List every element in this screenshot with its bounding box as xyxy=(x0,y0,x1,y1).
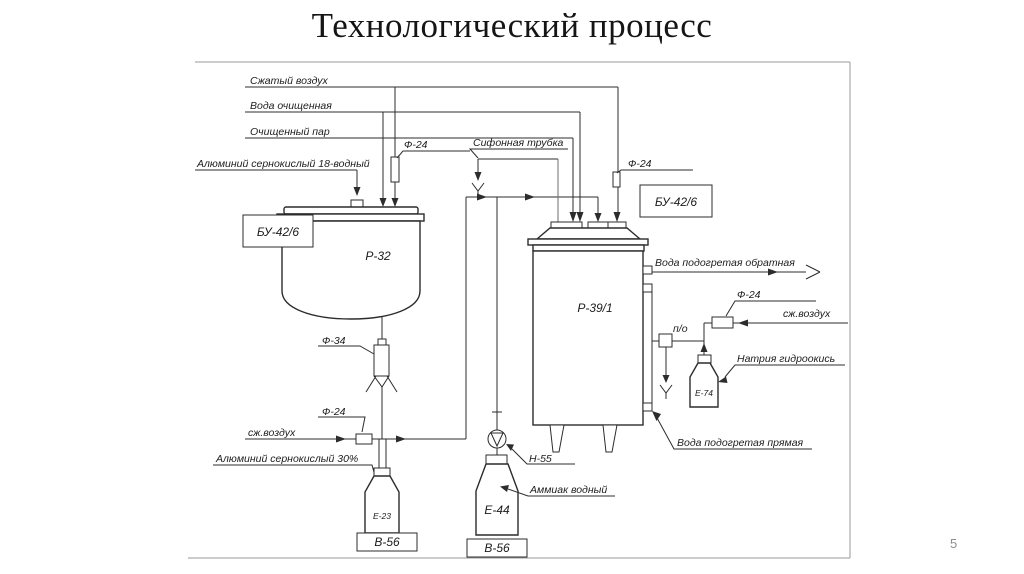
pump-h55-label: Н-55 xyxy=(529,453,552,465)
filter-f24-r32-body xyxy=(390,156,400,183)
filter-f24-r32-callout: Ф-24 xyxy=(396,139,470,159)
page-number: 5 xyxy=(950,536,958,551)
r39-flange-1 xyxy=(527,238,649,246)
hot-water-direct-line: Вода подогретая прямая xyxy=(652,411,812,450)
label-hot-water-return: Вода подогретая обратная xyxy=(655,257,795,269)
e74-cap xyxy=(697,354,712,364)
r32-shell xyxy=(281,220,421,320)
label-comp-air-right: сж.воздух xyxy=(783,308,831,320)
label-purified-water: Вода очищенная xyxy=(250,100,332,112)
stand-v56-right-label: В-56 xyxy=(484,541,510,555)
slide-title: Технологический процесс xyxy=(311,6,713,45)
po-block: п/о xyxy=(652,323,704,399)
filter-f24-r39-label: Ф-24 xyxy=(628,158,652,170)
label-alum-sulfate-18: Алюминий сернокислый 18-водный xyxy=(196,158,370,170)
feed-alum-sulfate-30: Алюминий сернокислый 30% xyxy=(213,453,381,492)
vessel-e23: Е-23 В-56 xyxy=(356,467,418,552)
filter-f34: Ф-34 xyxy=(318,335,398,439)
label-siphon-tube: Сифонная трубка xyxy=(473,137,564,149)
label-po: п/о xyxy=(673,323,688,335)
vessel-r39-label: Р-39/1 xyxy=(577,301,612,315)
r39-shell xyxy=(532,250,644,426)
filter-f24-right-air-body xyxy=(711,316,734,329)
e23-cap xyxy=(373,467,391,477)
bu-unit-right-label: БУ-42/6 xyxy=(655,195,697,209)
r39-dome xyxy=(535,227,642,240)
filter-f24-left-air-body xyxy=(355,433,373,445)
label-purified-steam: Очищенный пар xyxy=(250,126,330,138)
vessel-r32-label: Р-32 xyxy=(365,249,391,263)
r39-nozzle-supply xyxy=(642,402,653,412)
r39-nozzle-gauge-top xyxy=(642,283,653,293)
filter-f34-label: Ф-34 xyxy=(322,335,346,347)
supply-line-purified-water: Вода очищенная xyxy=(245,100,584,222)
label-compressed-air: Сжатый воздух xyxy=(250,75,329,87)
r39-leg-right xyxy=(602,424,618,453)
label-comp-air-left: сж.воздух xyxy=(248,427,296,439)
supply-line-compressed-air: Сжатый воздух xyxy=(245,75,621,222)
bu-unit-right-box xyxy=(639,184,713,218)
transfer-header xyxy=(465,193,602,439)
r39-flange-2 xyxy=(532,244,645,252)
vessel-e23-label: Е-23 xyxy=(373,511,391,521)
label-sodium-hydroxide: Натрия гидроокись xyxy=(737,353,835,365)
filter-f24-r39-body xyxy=(612,171,621,188)
filter-f24-r32-label: Ф-24 xyxy=(404,139,428,151)
bu-unit-right: БУ-42/6 xyxy=(639,184,713,218)
r39-nozzle-return xyxy=(642,265,653,275)
vessel-r39: Р-39/1 xyxy=(527,221,653,453)
vessel-e74-label: Е-74 xyxy=(695,388,713,398)
stand-v56-left-box xyxy=(356,532,418,552)
e74-body xyxy=(689,362,719,408)
supply-line-purified-steam: Очищенный пар xyxy=(245,126,577,222)
vessel-r32: Р-32 xyxy=(276,206,425,340)
ammonia-line: Н-55 xyxy=(487,197,575,465)
bu-unit-left: БУ-42/6 xyxy=(242,214,314,248)
filter-f24-r39-callout: Ф-24 xyxy=(616,158,693,174)
filter-f34-neck xyxy=(377,338,387,346)
e23-body xyxy=(364,475,400,534)
r39-leg-left xyxy=(549,424,565,453)
vessel-e44: Е-44 В-56 Аммиак водный xyxy=(466,454,615,558)
bu-unit-left-box xyxy=(242,214,314,248)
e44-body xyxy=(475,463,519,536)
label-alum-sulfate-30: Алюминий сернокислый 30% xyxy=(215,453,358,465)
r32-lid xyxy=(283,206,419,215)
hot-water-return-line: Вода подогретая обратная xyxy=(652,257,821,280)
r32-lid-nozzle xyxy=(350,199,364,208)
bu-unit-left-label: БУ-42/6 xyxy=(257,225,299,239)
stand-v56-left-label: В-56 xyxy=(374,535,400,549)
caustic-feed: Ф-24 сж.воздух Е-74 Натрия гидроокись xyxy=(689,289,848,408)
e44-cap xyxy=(485,454,508,465)
label-ammonia-water: Аммиак водный xyxy=(529,484,607,496)
label-hot-water-direct: Вода подогретая прямая xyxy=(677,437,804,449)
air-line-left: сж.воздух Ф-24 xyxy=(245,406,466,468)
stand-v56-right-box xyxy=(466,538,528,558)
filter-f34-body xyxy=(373,344,390,377)
feed-alum-sulfate-18: Алюминий сернокислый 18-водный xyxy=(195,158,370,208)
po-box xyxy=(658,333,673,348)
vessel-e44-label: Е-44 xyxy=(484,503,510,517)
filter-f24-right-air-label: Ф-24 xyxy=(737,289,761,301)
diagram-frame xyxy=(188,61,851,559)
pump-h55-symbol xyxy=(487,429,507,449)
filter-f24-left-air-label: Ф-24 xyxy=(322,406,346,418)
